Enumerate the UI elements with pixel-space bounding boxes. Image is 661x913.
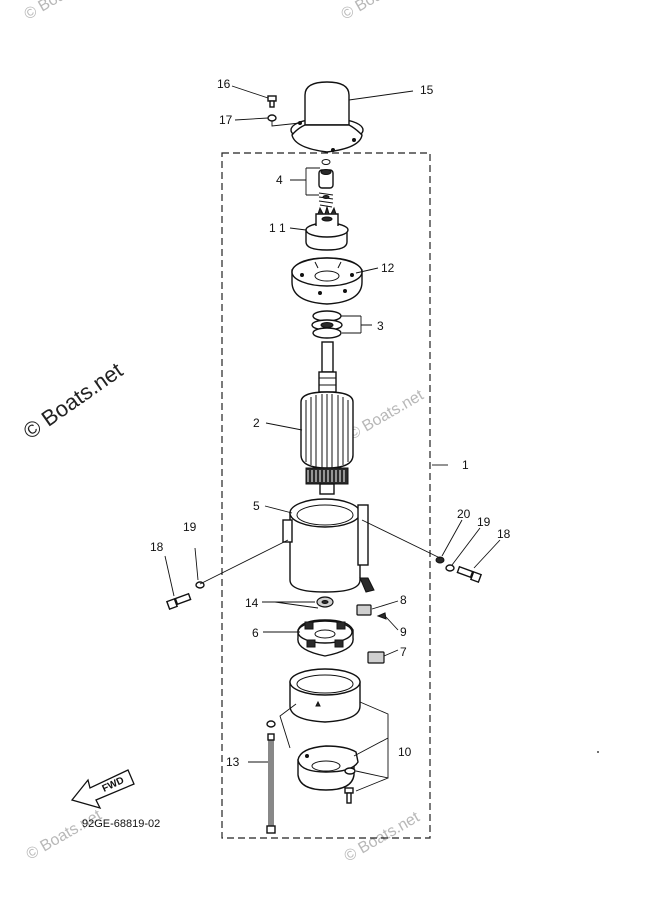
part-16-screw[interactable] xyxy=(267,95,277,108)
callout-12: 12 xyxy=(381,261,395,275)
drawing-code: 92GE-68819-02 xyxy=(82,818,160,830)
callout-18-right: 18 xyxy=(497,527,511,541)
callout-7: 7 xyxy=(400,645,407,659)
callout-labels: 15 16 17 4 1 1 12 3 2 1 5 20 19 18 19 18… xyxy=(150,77,511,769)
watermarks: © Boats.net © Boats.net © Boats.net © Bo… xyxy=(19,0,428,865)
part-18-bolt-right[interactable] xyxy=(456,565,483,584)
callout-14: 14 xyxy=(245,596,259,610)
part-4-stop-set[interactable] xyxy=(318,159,334,208)
part-3-washers[interactable] xyxy=(311,310,343,339)
callout-8: 8 xyxy=(400,593,407,607)
callout-2: 2 xyxy=(253,416,260,430)
part-17-washer[interactable] xyxy=(267,114,277,122)
part-10-rear-housing[interactable] xyxy=(289,668,361,723)
fwd-arrow-icon: FWD xyxy=(70,769,135,810)
callout-20: 20 xyxy=(457,507,471,521)
assembly-boundary xyxy=(221,152,431,839)
callout-9: 9 xyxy=(400,625,407,639)
callout-17: 17 xyxy=(219,113,233,127)
callout-11: 1 1 xyxy=(269,221,286,235)
part-9-spring[interactable] xyxy=(376,612,387,620)
callout-15: 15 xyxy=(420,83,434,97)
callout-19-left: 19 xyxy=(183,520,197,534)
part-12-front-bracket[interactable] xyxy=(291,257,363,305)
callout-18-left: 18 xyxy=(150,540,164,554)
callout-10: 10 xyxy=(398,745,412,759)
part-20-washer[interactable] xyxy=(435,556,445,564)
callout-6: 6 xyxy=(252,626,259,640)
watermark-bottom-right: © Boats.net xyxy=(342,809,424,866)
part-5-yoke[interactable] xyxy=(282,498,375,593)
watermark-bottom-left: © Boats.net xyxy=(24,807,106,864)
part-6-brush-holder[interactable] xyxy=(297,619,354,657)
watermark-top-right: © Boats.net xyxy=(339,0,421,23)
part-8-brush[interactable] xyxy=(356,604,372,616)
watermark-main: © Boats.net xyxy=(19,357,128,444)
callout-16: 16 xyxy=(217,77,231,91)
watermark-top-left: © Boats.net xyxy=(22,0,104,23)
part-13-through-bolt[interactable] xyxy=(266,720,276,834)
callout-1: 1 xyxy=(462,458,469,472)
part-2-armature[interactable] xyxy=(300,341,354,495)
part-18-bolt-left[interactable] xyxy=(165,592,192,611)
part-10-end-bracket[interactable] xyxy=(297,745,359,804)
watermark-mid-right: © Boats.net xyxy=(346,387,428,444)
callout-5: 5 xyxy=(253,499,260,513)
part-19-washer-right[interactable] xyxy=(445,564,455,572)
part-7-brush[interactable] xyxy=(367,651,385,664)
callout-4: 4 xyxy=(276,173,283,187)
callout-19-right: 19 xyxy=(477,515,491,529)
part-11-pinion[interactable] xyxy=(305,205,349,251)
part-15-cover-cap[interactable] xyxy=(290,81,364,153)
callout-3: 3 xyxy=(377,319,384,333)
leader-lines xyxy=(164,85,501,792)
callout-13: 13 xyxy=(226,755,240,769)
